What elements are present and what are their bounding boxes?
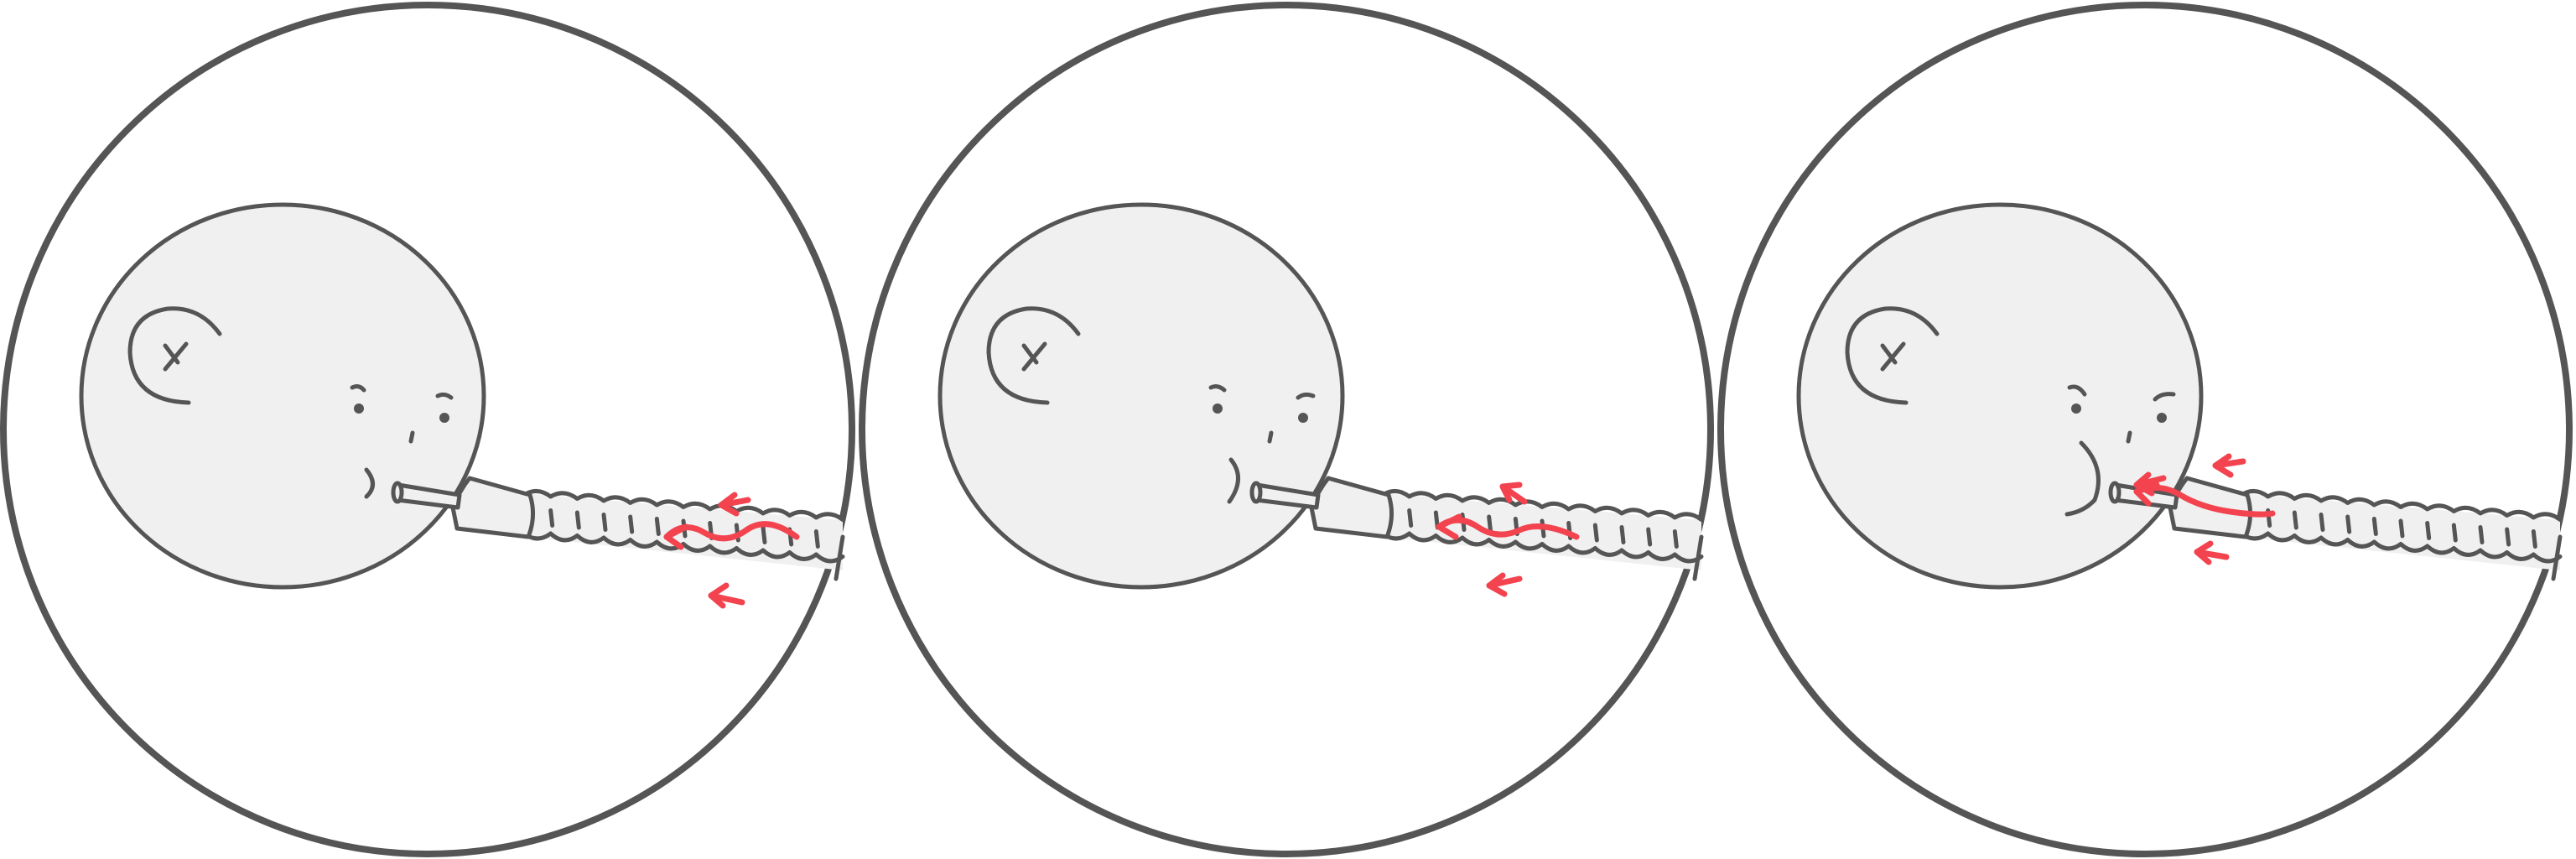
- airflow-arrow-icon: [718, 492, 751, 517]
- hose-rib: [1646, 527, 1653, 547]
- ear-mark-x: [1021, 341, 1047, 372]
- left-eye: [354, 403, 364, 414]
- corrugated-hose-icon: [2239, 489, 2563, 581]
- right-eyebrow: [1296, 392, 1316, 400]
- head: [79, 202, 486, 590]
- hose-rib: [1619, 525, 1626, 544]
- tube-connector: [450, 476, 535, 539]
- right-eye: [1298, 413, 1308, 423]
- hose-rib: [2531, 529, 2537, 549]
- airflow-arrow-icon: [708, 582, 745, 609]
- right-eyebrow: [2153, 392, 2176, 402]
- mouthpiece-rim: [2108, 481, 2122, 504]
- left-eyebrow: [350, 384, 366, 393]
- head: [937, 202, 1345, 590]
- airflow-arrow-icon: [2133, 471, 2167, 497]
- airflow-arrow-icon: [2212, 453, 2246, 478]
- left-eyebrow: [2067, 384, 2087, 397]
- hose-rib: [761, 525, 767, 544]
- nose: [2126, 430, 2132, 444]
- mouth: [1227, 457, 1240, 504]
- hose-rib: [2398, 518, 2405, 539]
- hose-rib: [2478, 525, 2485, 544]
- hose-rib: [2345, 514, 2352, 534]
- hose-rib: [601, 513, 608, 532]
- head: [1796, 202, 2204, 590]
- tube-connector: [1309, 476, 1394, 539]
- right-eyebrow: [435, 392, 454, 400]
- hose-rib: [548, 508, 555, 528]
- hose-rib: [1487, 514, 1493, 534]
- corrugated-hose-icon: [522, 489, 845, 581]
- ear: [1845, 306, 1940, 405]
- ear-mark-x: [1880, 341, 1906, 372]
- hose-rib: [574, 510, 581, 530]
- hose-rib: [2319, 513, 2325, 532]
- ear: [986, 306, 1081, 405]
- panel-2: [859, 2, 1714, 857]
- mouthpiece-rim: [391, 481, 404, 504]
- mouthpiece-rim: [1249, 481, 1263, 504]
- hose-rib: [2292, 510, 2298, 530]
- airflow-arrow-icon: [1499, 482, 1528, 505]
- hose-rib: [813, 529, 820, 549]
- hose-rib: [1592, 523, 1599, 543]
- airflow-arrow-icon: [2133, 482, 2276, 518]
- corrugated-hose-icon: [1380, 489, 1704, 581]
- hose-rib: [1672, 529, 1679, 549]
- hose-rib: [2505, 527, 2511, 547]
- mouth: [2064, 440, 2101, 517]
- panel-1: [0, 2, 855, 857]
- ear: [127, 306, 222, 405]
- panel-3: [1717, 2, 2573, 857]
- nose: [408, 430, 415, 444]
- hose-rib: [2425, 521, 2432, 540]
- hose-rib: [628, 514, 635, 534]
- mouth: [364, 467, 375, 499]
- airflow-arrow-icon: [2194, 540, 2230, 565]
- right-eye: [2157, 413, 2167, 423]
- right-eye: [439, 413, 449, 423]
- nose: [1267, 430, 1274, 444]
- left-eye: [1213, 403, 1223, 414]
- hose-rib: [2371, 517, 2378, 536]
- airflow-arrow-icon: [663, 521, 800, 550]
- ear-mark-x: [163, 341, 189, 372]
- hose-rib: [654, 517, 661, 536]
- left-eyebrow: [1208, 384, 1227, 393]
- airflow-arrow-icon: [1436, 513, 1580, 540]
- hose-rib: [1407, 508, 1414, 528]
- left-eye: [2071, 403, 2081, 414]
- airflow-arrow-icon: [1486, 572, 1523, 597]
- hose-rib: [2451, 523, 2458, 543]
